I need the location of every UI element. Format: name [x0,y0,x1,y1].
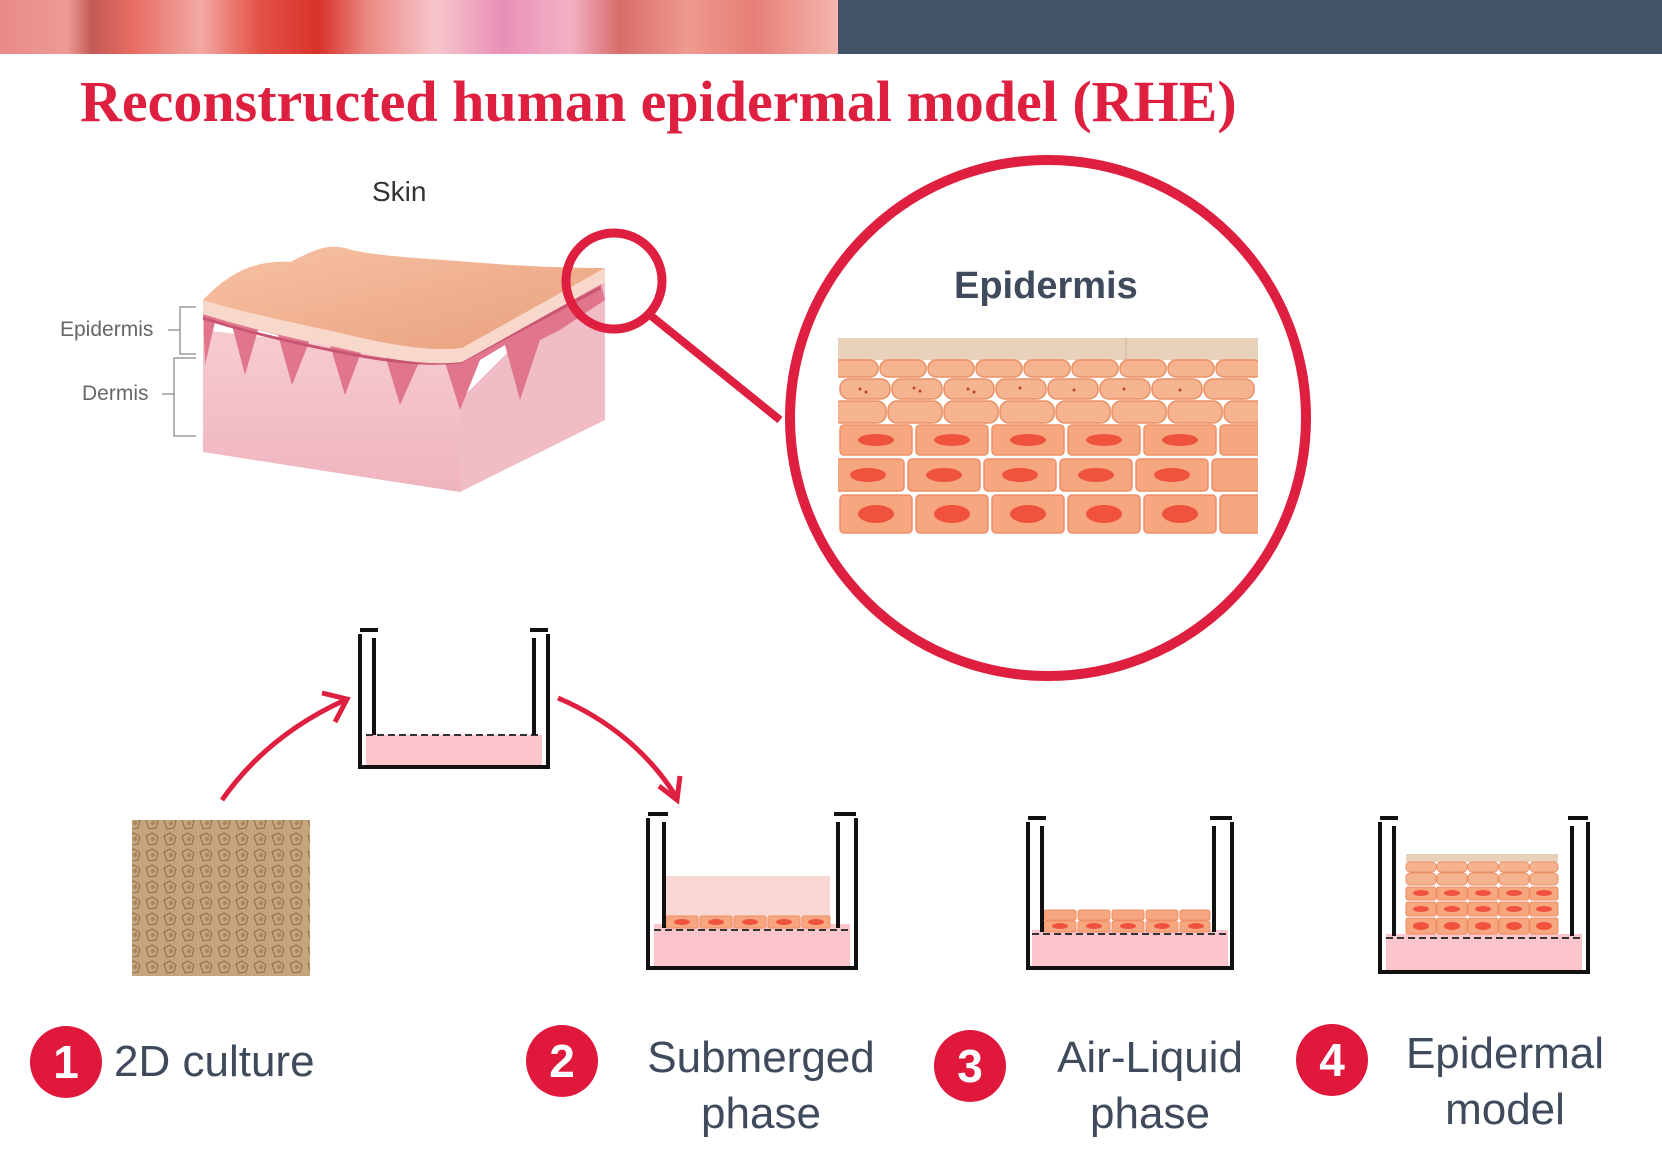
magnify-small-circle [561,228,667,334]
skin-dermis-label: Dermis [82,382,149,405]
zoom-epidermis-title: Epidermis [954,265,1138,307]
header-lipstick-photo [0,0,838,54]
skin-label: Skin [372,176,427,207]
step-3-label-line2: phase [1090,1089,1210,1138]
step-3-badge: 3 [934,1030,1006,1102]
step-4-label-line2: model [1445,1085,1565,1134]
step-3-label: Air-Liquid phase [1020,1030,1280,1142]
step-2-label-line1: Submerged [647,1033,875,1082]
step-1-badge: 1 [30,1026,102,1098]
step-4-label: Epidermal model [1380,1026,1630,1138]
step-2-label-line2: phase [701,1089,821,1138]
skin-epidermis-label: Epidermis [60,318,154,341]
page-title: Reconstructed human epidermal model (RHE… [80,69,1237,134]
skin-block-illustration [202,246,605,492]
epidermis-cell-layers [838,338,1258,534]
step-1-label: 2D culture [114,1034,315,1090]
header-banner [0,0,1662,54]
culture-photo [132,820,310,976]
magnify-connector-line [647,311,783,424]
submerged-well [646,812,858,970]
process-arrow-up [219,690,351,802]
header-dark-band [838,0,1662,54]
epidermal-model-well [1378,816,1590,974]
step-3-label-line1: Air-Liquid [1057,1033,1243,1082]
step-2-label: Submerged phase [616,1030,906,1142]
step-4-badge: 4 [1296,1024,1368,1096]
skin-layer-brackets [162,306,196,437]
step-1-label-line1: 2D culture [114,1037,315,1086]
culture-insert-well [358,628,550,769]
air-liquid-well [1026,816,1234,970]
process-arrow-down [557,695,683,805]
step-4-label-line1: Epidermal [1405,1029,1605,1078]
step-2-badge: 2 [526,1025,598,1097]
